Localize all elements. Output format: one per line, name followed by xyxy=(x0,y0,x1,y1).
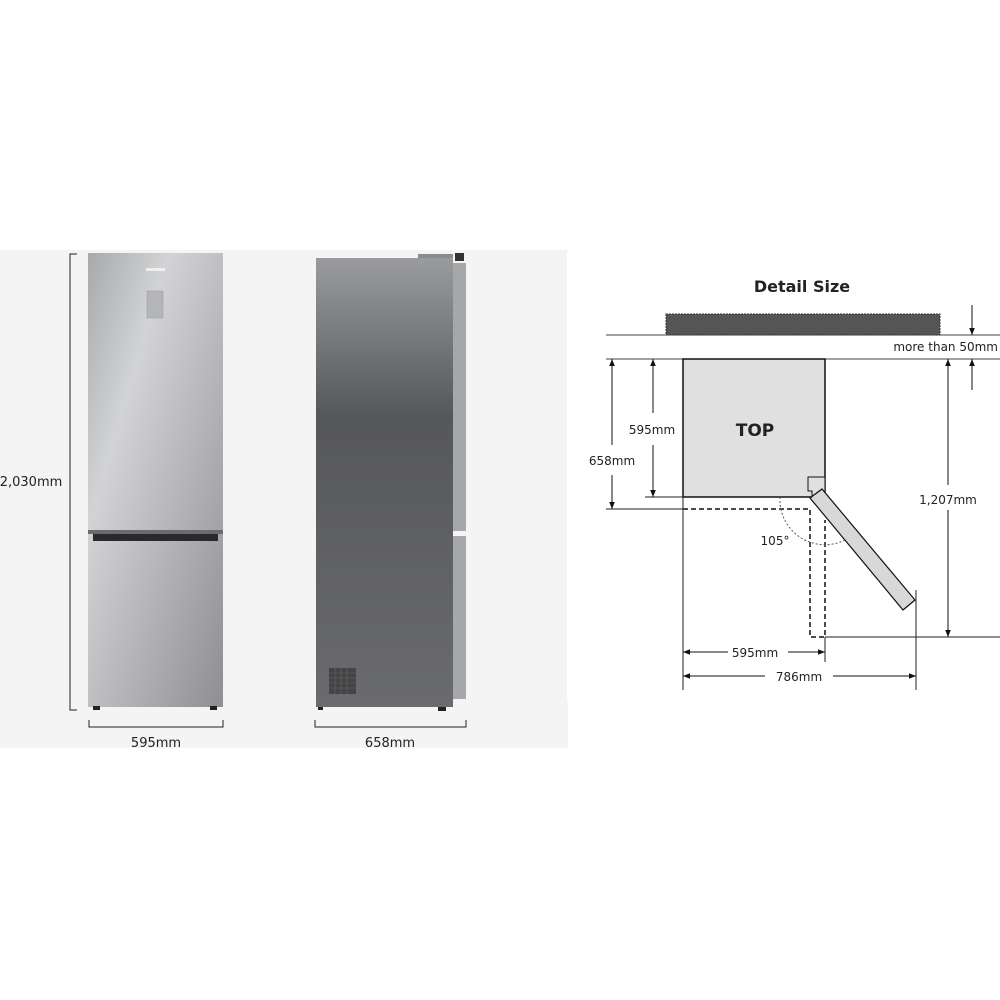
door-closed-outline xyxy=(683,508,826,638)
body-width-label: 595mm xyxy=(732,646,778,660)
fridge-front-image xyxy=(88,253,223,710)
height-label: 2,030mm xyxy=(0,475,62,490)
total-depth-label: 658mm xyxy=(589,454,635,468)
open-door xyxy=(809,488,916,611)
angle-arc xyxy=(779,496,846,546)
fridge-side-image xyxy=(316,253,466,711)
height-dimension xyxy=(69,253,77,711)
extension-lines xyxy=(606,496,1000,690)
open-depth-label: 1,207mm xyxy=(919,493,977,507)
door-angle-label: 105° xyxy=(761,534,790,548)
front-width-dimension xyxy=(88,720,224,728)
clearance-label: more than 50mm xyxy=(893,340,998,354)
top-label: TOP xyxy=(736,421,775,441)
front-width-label: 595mm xyxy=(131,736,181,751)
side-depth-label: 658mm xyxy=(365,736,415,751)
wall-block xyxy=(665,313,941,336)
detail-title: Detail Size xyxy=(754,277,850,296)
background-band xyxy=(0,250,568,748)
body-depth-label: 595mm xyxy=(629,423,675,437)
open-width-label: 786mm xyxy=(776,670,822,684)
fridge-top-outline xyxy=(682,358,826,498)
side-depth-dimension xyxy=(314,720,467,728)
